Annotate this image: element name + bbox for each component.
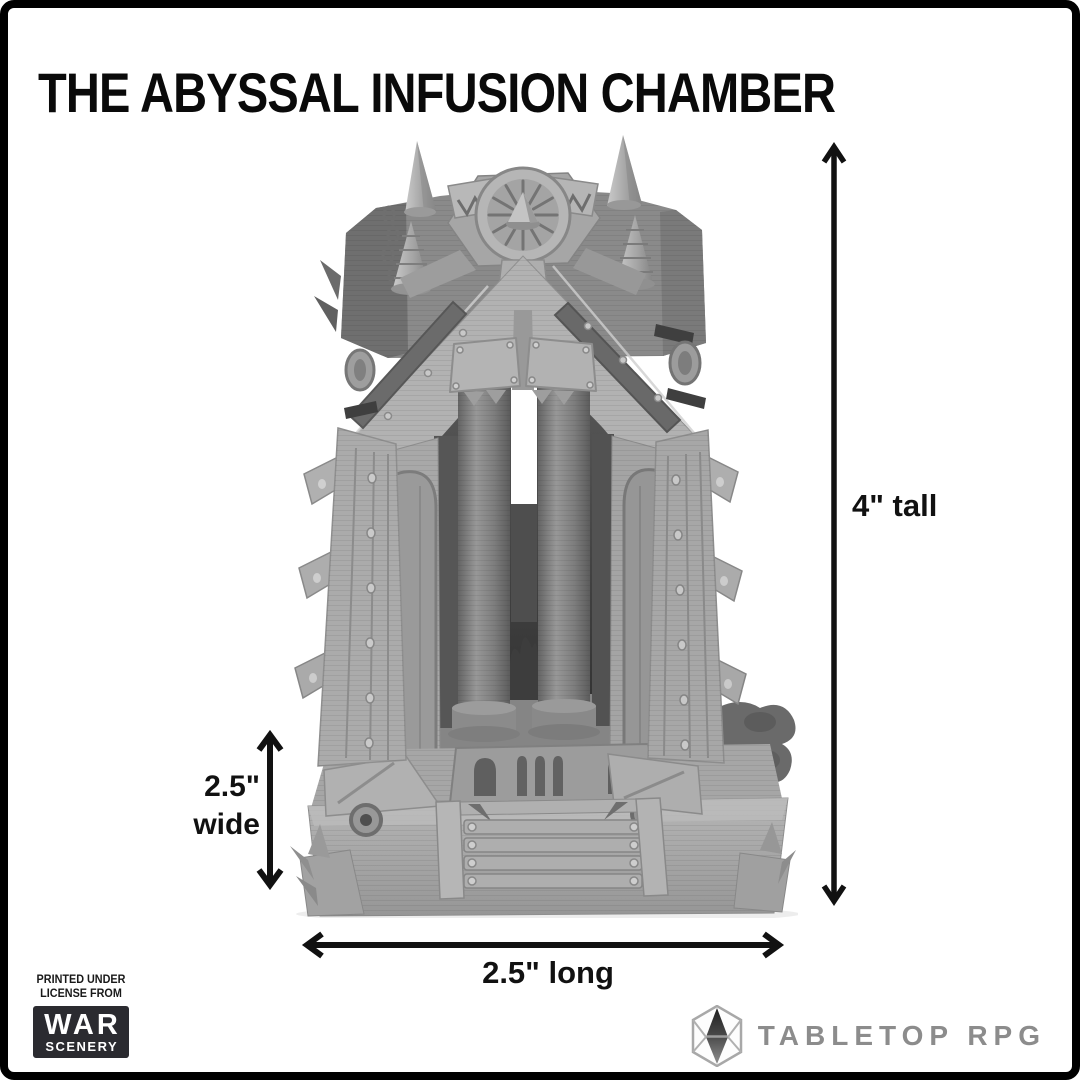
width-label-value: 2.5" [204,770,260,803]
model-base [290,742,796,917]
license-line-1: PRINTED UNDER [36,974,126,986]
war-scenery-name-top: WAR [44,1009,121,1041]
model-crown-medallion [400,166,646,311]
width-arrow [256,729,284,891]
war-scenery-badge: WAR SCENERY [33,1006,129,1058]
publisher-logo: TABLETOP RPG [690,1005,1046,1067]
length-label: 2.5" long [482,955,614,990]
hex-gem-icon [691,1005,742,1067]
length-arrow [301,931,785,959]
height-label: 4" tall [852,488,938,523]
war-scenery-name-bottom: SCENERY [45,1039,119,1054]
page-title: THE ABYSSAL INFUSION CHAMBER [38,60,836,124]
width-label-unit: wide [193,808,260,841]
model-buttress-left [294,427,407,767]
width-label: 2.5" wide [134,768,260,844]
model-buttress-right [647,429,747,764]
height-arrow [821,142,847,906]
model-columns [448,310,600,742]
publisher-name: TABLETOP RPG [757,1020,1046,1051]
license-block: PRINTED UNDER LICENSE FROM WAR SCENERY [33,974,129,1058]
product-image [290,135,798,918]
license-text: PRINTED UNDER LICENSE FROM [36,974,126,1001]
license-line-2: LICENSE FROM [40,987,122,1000]
